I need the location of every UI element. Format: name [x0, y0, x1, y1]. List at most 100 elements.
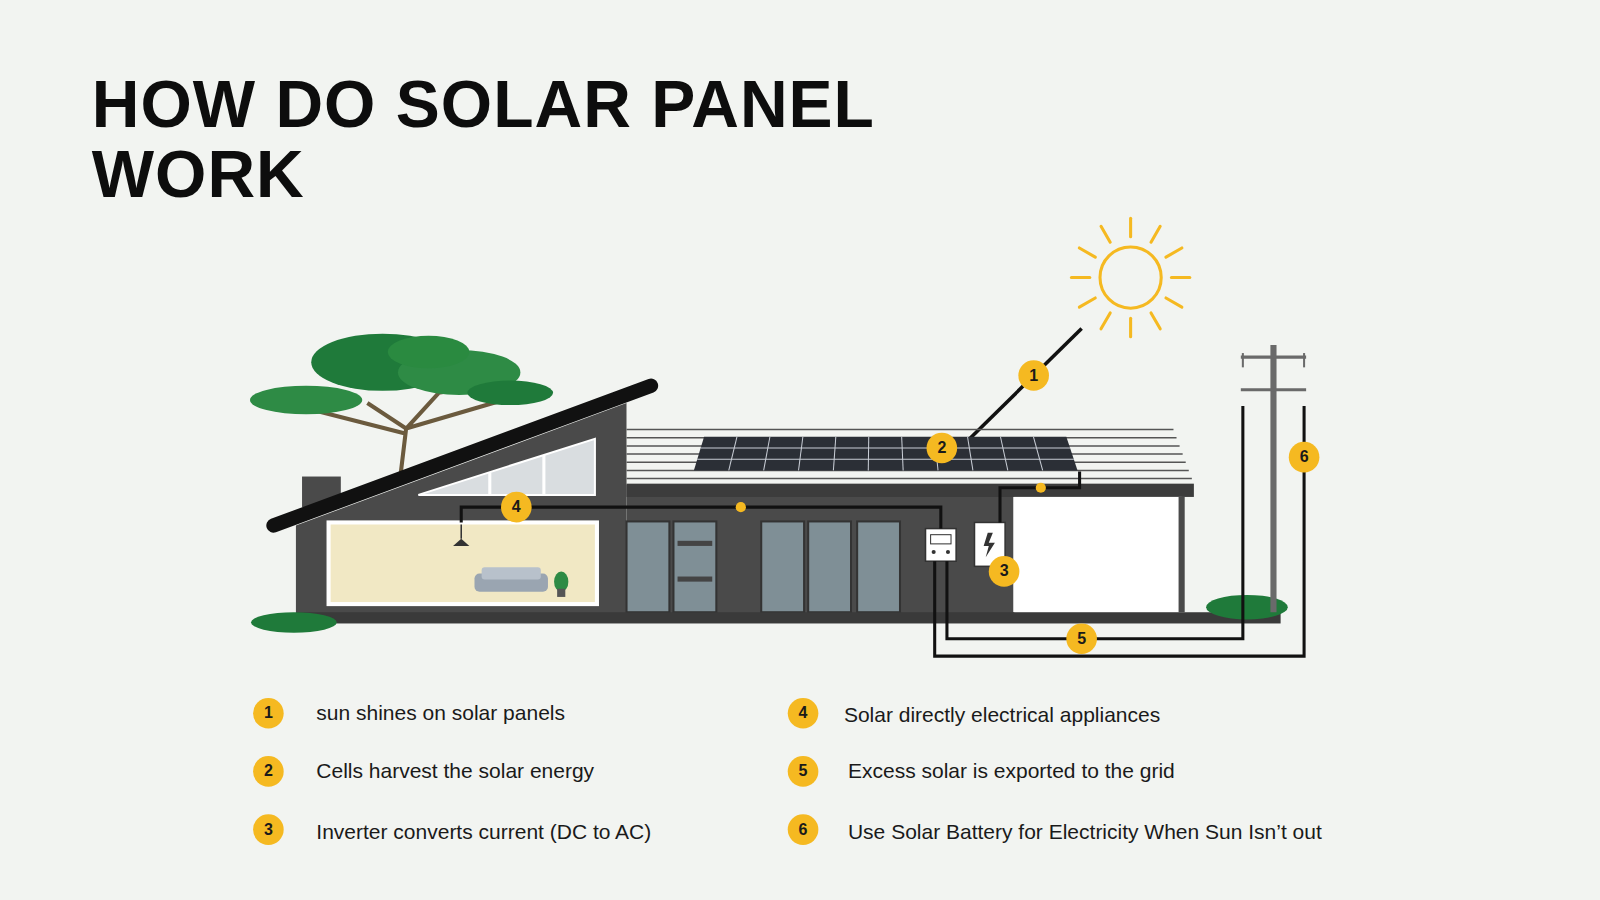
- doors: [627, 521, 900, 612]
- callout-number: 4: [512, 499, 521, 515]
- doors-part: [673, 521, 716, 612]
- step-description: Cells harvest the solar energy: [316, 759, 594, 784]
- wires-part: [935, 406, 1304, 656]
- tree-part: [250, 386, 362, 415]
- flow-dots: [736, 483, 1046, 513]
- roof-slab-part: [627, 484, 1194, 497]
- ground-part: [251, 612, 337, 632]
- callout-number: 6: [1300, 449, 1309, 465]
- flow-dots-part: [736, 502, 746, 512]
- sun-ray-line-part: [959, 329, 1081, 449]
- doors-part: [761, 521, 804, 612]
- roof: [627, 430, 1192, 479]
- sun-part: [1100, 247, 1161, 308]
- callout-number: 5: [1077, 631, 1086, 647]
- callout-number: 6: [799, 822, 808, 838]
- roof-slab-part: [1179, 497, 1185, 612]
- callout-badges-part: [788, 698, 819, 729]
- roof-slab-part: [1013, 497, 1181, 612]
- solar-panel-part-part: [833, 437, 835, 471]
- sun-ray-line: [959, 329, 1081, 449]
- callout-badges-part: [788, 814, 819, 845]
- power-pole-part: [1242, 353, 1244, 367]
- wires-part: [1000, 471, 1080, 522]
- sun-part-part: [1079, 298, 1095, 307]
- sun-part-part: [1071, 276, 1089, 279]
- house-part: [542, 455, 545, 495]
- sun-part-part: [1101, 313, 1110, 329]
- meter-part: [931, 535, 951, 544]
- sun-part-part: [1166, 298, 1182, 307]
- callout-badges-part: [253, 698, 284, 729]
- step-description: Use Solar Battery for Electricity When S…: [848, 819, 1322, 844]
- ground-part: [296, 612, 1281, 623]
- wires-part: [461, 507, 941, 528]
- power-pole-part: [1303, 353, 1305, 367]
- doors-part: [808, 521, 851, 612]
- callout-number: 1: [1029, 368, 1038, 384]
- house: [273, 386, 1014, 618]
- meter-part: [946, 550, 950, 554]
- step-description: sun shines on solar panels: [316, 701, 565, 726]
- wires: [461, 406, 1304, 656]
- tree-part: [467, 381, 553, 405]
- house-part: [329, 522, 597, 604]
- callout-badges-part: [927, 433, 958, 464]
- roof-part: [627, 429, 1174, 431]
- sun-part-part: [1166, 248, 1182, 257]
- solar-panel-part-part: [1033, 437, 1042, 471]
- step-description: Excess solar is exported to the grid: [848, 759, 1175, 784]
- power-pole-part: [1270, 345, 1276, 612]
- sun-part-part: [1171, 276, 1189, 279]
- sun-part-part: [1151, 226, 1160, 242]
- roof-part: [627, 478, 1192, 480]
- solar-panel-part-part: [968, 437, 973, 471]
- solar-panel-part-part: [729, 437, 737, 471]
- callout-number: 3: [1000, 563, 1009, 579]
- house-part: [627, 485, 1015, 618]
- solar-panel-part-part: [868, 437, 869, 471]
- solar-panel-part: [694, 437, 1078, 471]
- solar-panel-part: [697, 437, 1074, 471]
- callout-number: 4: [799, 705, 808, 721]
- ground: [251, 595, 1288, 633]
- power-pole-part: [1241, 388, 1306, 391]
- callout-number: 1: [264, 705, 273, 721]
- callout-number: 5: [799, 763, 808, 779]
- doors-part: [678, 541, 713, 546]
- solar-panel-part-part: [701, 447, 1070, 448]
- callout-badges-part: [1289, 442, 1320, 473]
- title: HOW DO SOLAR PANEL WORK: [92, 69, 972, 209]
- meter: [926, 529, 957, 562]
- house-part: [482, 567, 541, 579]
- step-description: Inverter converts current (DC to AC): [316, 819, 651, 844]
- power-pole-part: [1241, 356, 1306, 359]
- sun-part: [1071, 218, 1189, 336]
- callout-badges-part: [253, 756, 284, 787]
- solar-panel: [694, 437, 1078, 471]
- house-part: [488, 472, 491, 494]
- sun: [1071, 218, 1189, 336]
- doors-part: [678, 577, 713, 582]
- sun-part-part: [1151, 313, 1160, 329]
- sun-part-part: [1129, 218, 1132, 236]
- callout-badges-part: [1066, 623, 1097, 654]
- solar-panel-part-part: [799, 437, 803, 471]
- callout-number: 2: [937, 440, 946, 456]
- wires-part: [947, 406, 1243, 639]
- doors-part: [857, 521, 900, 612]
- house-part: [273, 386, 651, 526]
- inverter-part: [984, 533, 995, 557]
- solar-panel-part-part: [1000, 437, 1007, 471]
- callout-badges-part: [788, 756, 819, 787]
- meter-part: [926, 529, 957, 562]
- solar-panel-part-part: [697, 459, 1074, 460]
- solar-panel-part-part: [902, 437, 903, 471]
- callout-badges-part: [989, 556, 1020, 587]
- callout-number: 3: [264, 822, 273, 838]
- step-description: Solar directly electrical appliances: [844, 703, 1160, 728]
- callout-badges-part: [1018, 360, 1049, 391]
- callout-number: 2: [264, 763, 273, 779]
- power-pole: [1241, 345, 1306, 612]
